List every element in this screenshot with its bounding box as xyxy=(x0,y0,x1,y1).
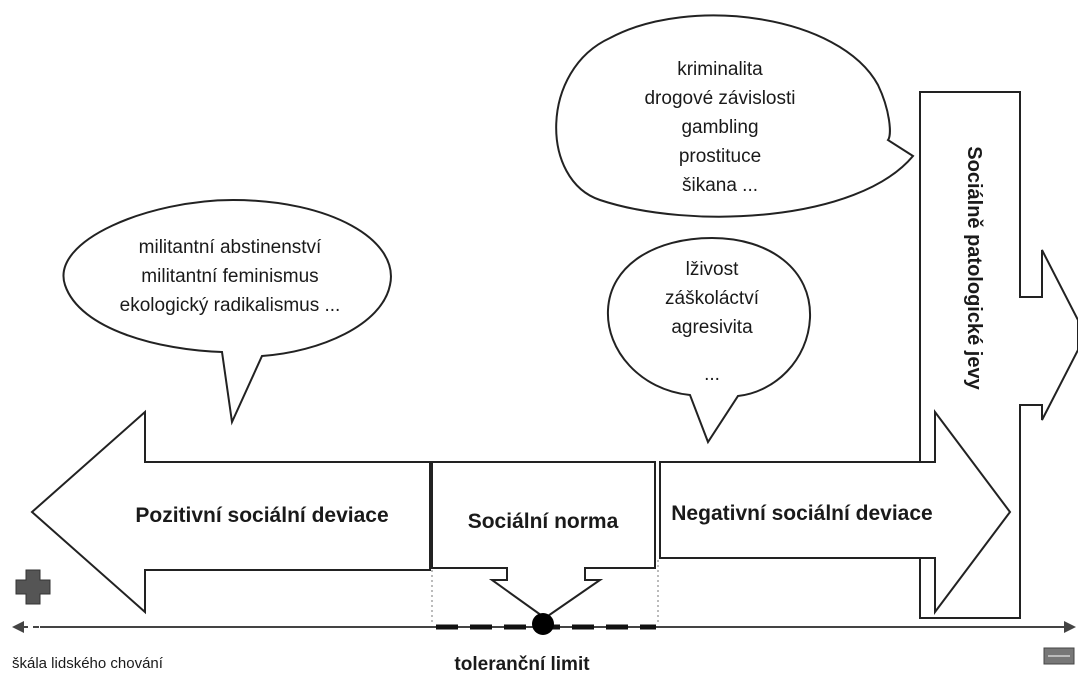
negative-line: záškoláctví xyxy=(665,288,760,309)
tolerance-limit-dot xyxy=(532,613,554,635)
negative-line: ... xyxy=(704,364,720,385)
positive-line: ekologický radikalismus ... xyxy=(120,295,341,316)
positive-examples: militantní abstinenství militantní femin… xyxy=(120,237,341,316)
pathology-label: Sociálně patologické jevy xyxy=(963,146,985,390)
speech-bubble-positive xyxy=(62,198,392,426)
pathological-line: šikana ... xyxy=(682,175,758,196)
negative-line: lživost xyxy=(686,259,740,280)
speech-bubble-pathological xyxy=(555,14,915,218)
negative-line: agresivita xyxy=(671,317,753,338)
positive-line: militantní feminismus xyxy=(141,266,318,287)
positive-deviance-label: Pozitivní sociální deviace xyxy=(135,504,388,527)
cross-icon xyxy=(15,569,51,605)
positive-deviance-arrow xyxy=(30,409,431,615)
small-badge-icon xyxy=(1043,647,1075,665)
scale-left-arrowhead xyxy=(12,621,24,633)
social-norm-box xyxy=(431,461,656,620)
speech-bubble-negative xyxy=(606,236,812,445)
social-norm-label: Sociální norma xyxy=(468,510,619,533)
negative-deviance-label: Negativní sociální deviace xyxy=(671,502,932,525)
scale-caption: škála lidského chování xyxy=(12,655,164,672)
tolerance-limit-label: toleranční limit xyxy=(454,654,590,675)
pathological-line: kriminalita xyxy=(677,59,763,80)
pathological-examples: kriminalita drogové závislosti gambling … xyxy=(644,59,795,196)
positive-line: militantní abstinenství xyxy=(139,237,322,258)
pathological-line: prostituce xyxy=(679,146,761,167)
pathological-line: drogové závislosti xyxy=(644,88,795,109)
negative-examples: lživost záškoláctví agresivita ... xyxy=(665,259,760,385)
scale-right-arrowhead xyxy=(1064,621,1076,633)
negative-deviance-arrow xyxy=(659,409,1012,615)
pathological-line: gambling xyxy=(681,117,758,138)
